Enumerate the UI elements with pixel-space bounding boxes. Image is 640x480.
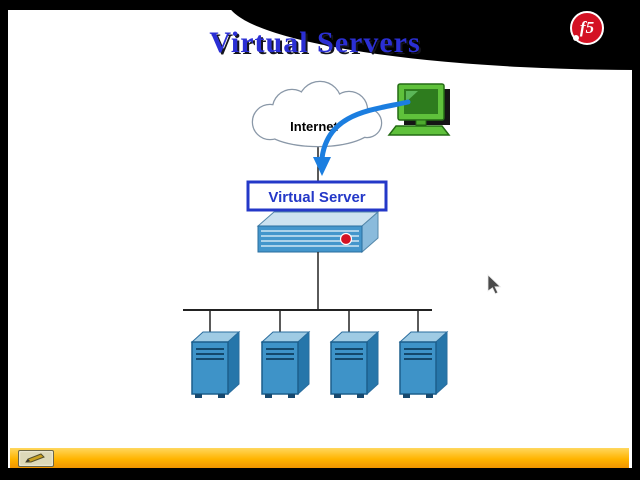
server-tower-icon bbox=[261, 331, 310, 399]
network-diagram: Internet Virtual Server bbox=[183, 80, 502, 399]
pencil-icon bbox=[25, 453, 45, 463]
server-tower-icon bbox=[330, 331, 379, 399]
annotation-pen-button[interactable] bbox=[18, 450, 54, 467]
mouse-cursor-icon bbox=[487, 274, 502, 295]
virtual-server-box: Virtual Server bbox=[246, 180, 388, 212]
server-tower-icon bbox=[399, 331, 448, 399]
slide: Internet Virtual Server bbox=[8, 10, 632, 468]
traffic-arrow-icon bbox=[313, 99, 411, 176]
internet-label: Internet bbox=[290, 119, 338, 134]
f5-logo-text: f5 bbox=[579, 18, 595, 37]
f5-logo-icon: f5 bbox=[570, 11, 604, 45]
internet-cloud-icon: Internet bbox=[251, 80, 383, 148]
bigip-appliance-icon bbox=[256, 210, 380, 254]
f5-badge-icon bbox=[339, 232, 353, 246]
f5-logo-ball bbox=[573, 35, 579, 41]
server-bus-lines bbox=[183, 252, 432, 334]
presenter-toolbar bbox=[10, 448, 629, 468]
computer-icon bbox=[387, 83, 451, 136]
server-tower-icon bbox=[191, 331, 240, 399]
virtual-server-label: Virtual Server bbox=[268, 189, 365, 206]
slide-title: Virtual Servers bbox=[209, 26, 421, 59]
